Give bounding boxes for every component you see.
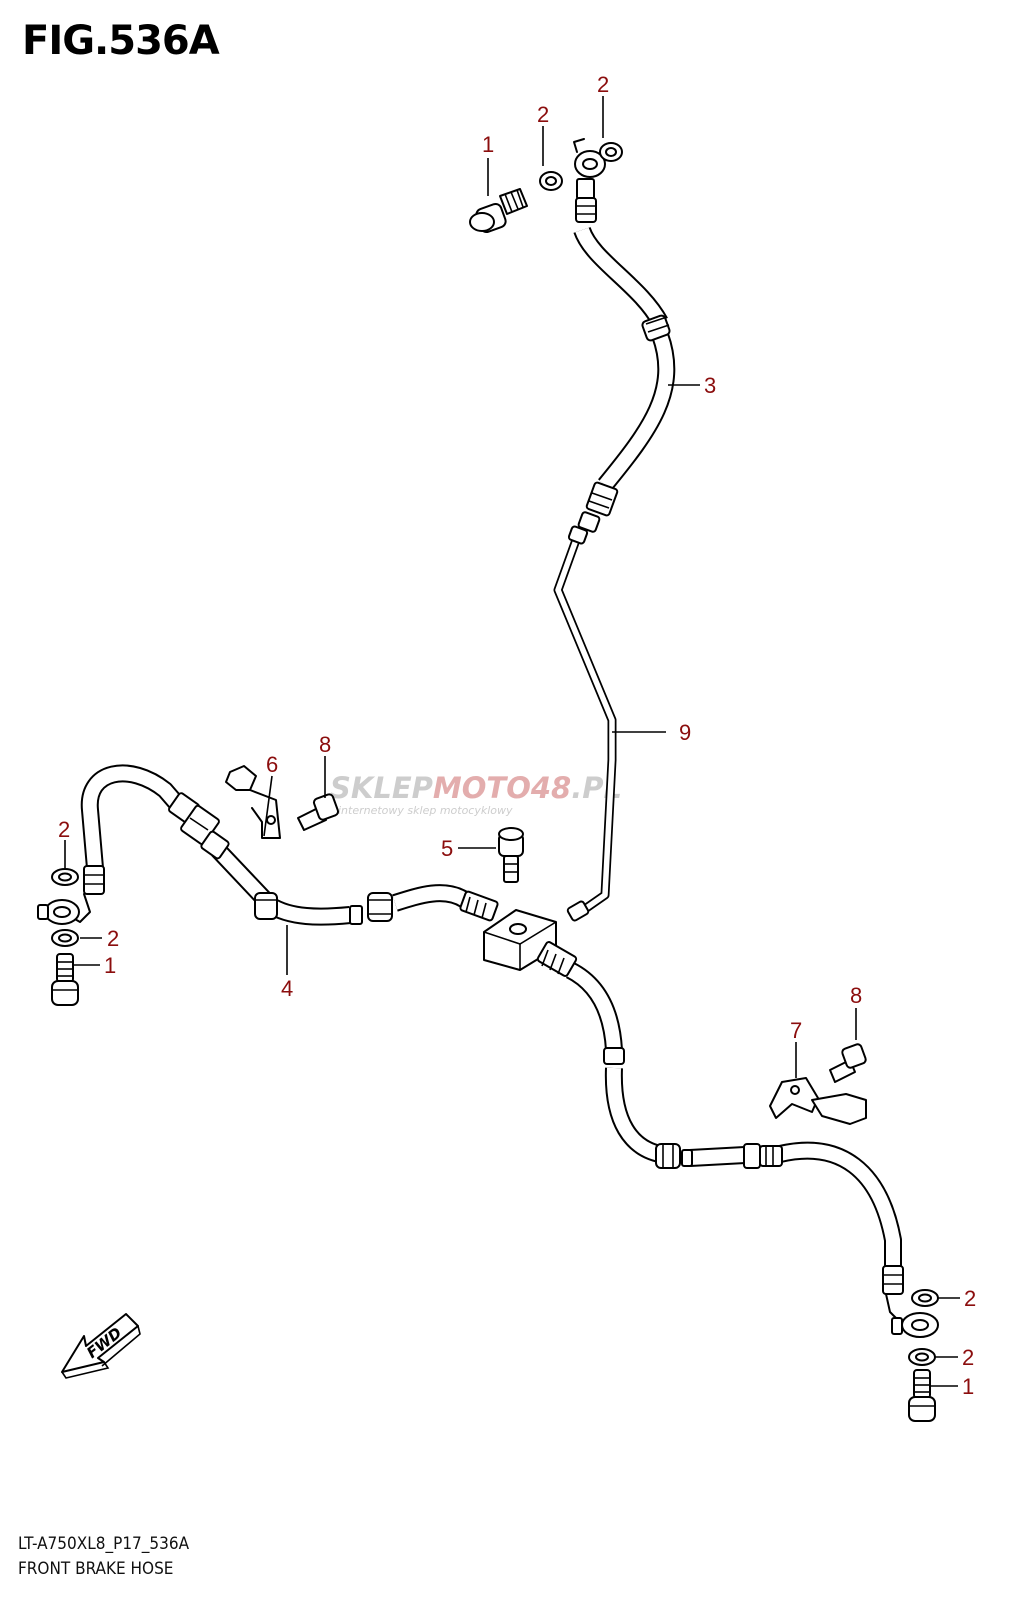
callout-2-top-b: 2 [597, 72, 609, 97]
callout-8-left: 8 [319, 732, 331, 757]
callout-2-right-a: 2 [964, 1286, 976, 1311]
banjo-bolt-right [908, 1369, 936, 1422]
callout-7: 7 [790, 1018, 802, 1043]
figure-code: LT-A750XL8_P17_536A [18, 1534, 190, 1554]
callout-2-left-b: 2 [107, 926, 119, 951]
callout-2-right-b: 2 [962, 1345, 974, 1370]
clamp-bolt-right [829, 1043, 867, 1083]
leader-lines [64, 96, 960, 1387]
watermark: SKLEPMOTO48.PL internetowy sklep motocyk… [330, 771, 622, 817]
callout-3: 3 [704, 373, 716, 398]
callout-8-right: 8 [850, 983, 862, 1008]
hose-clamp-left [225, 765, 281, 839]
watermark-brand-num: 48 [530, 771, 571, 805]
callout-1-left: 1 [104, 953, 116, 978]
callout-9: 9 [679, 720, 691, 745]
callout-2-top-a: 2 [537, 102, 549, 127]
upper-brake-hose [573, 138, 676, 533]
junction-bolt [498, 827, 524, 883]
washer-top-a [539, 171, 563, 191]
callouts: 1 2 2 3 9 8 6 2 2 1 4 5 8 7 2 2 1 [58, 72, 976, 1399]
figure-caption: FRONT BRAKE HOSE [18, 1559, 174, 1579]
right-brake-hose [536, 941, 939, 1338]
washer-left-a [51, 868, 79, 886]
washer-left-b [51, 929, 79, 947]
callout-5: 5 [441, 836, 453, 861]
callout-2-left-a: 2 [58, 817, 70, 842]
watermark-brand-mid: MOTO [433, 771, 531, 805]
callout-1-right: 1 [962, 1374, 974, 1399]
washer-top-b [599, 142, 623, 162]
fwd-arrow: FWD [61, 1313, 141, 1379]
svg-text:SKLEPMOTO48.PL: SKLEPMOTO48.PL [330, 771, 622, 805]
callout-6: 6 [266, 752, 278, 777]
hose-clamp-right [769, 1077, 867, 1125]
banjo-bolt-left [51, 953, 79, 1006]
brake-junction-block [483, 909, 557, 971]
clamp-bolt-left [297, 793, 340, 831]
figure-title: FIG.536A [22, 18, 220, 64]
callout-4: 4 [281, 976, 293, 1001]
washer-right-b [908, 1348, 936, 1366]
left-brake-hose [37, 764, 499, 926]
brake-pipe [553, 525, 617, 922]
callout-1-top: 1 [482, 132, 494, 157]
washer-right-a [911, 1289, 939, 1307]
banjo-bolt-top [469, 188, 528, 234]
watermark-tagline: internetowy sklep motocyklowy [338, 804, 513, 817]
watermark-brand-left: SKLEP [330, 771, 433, 805]
